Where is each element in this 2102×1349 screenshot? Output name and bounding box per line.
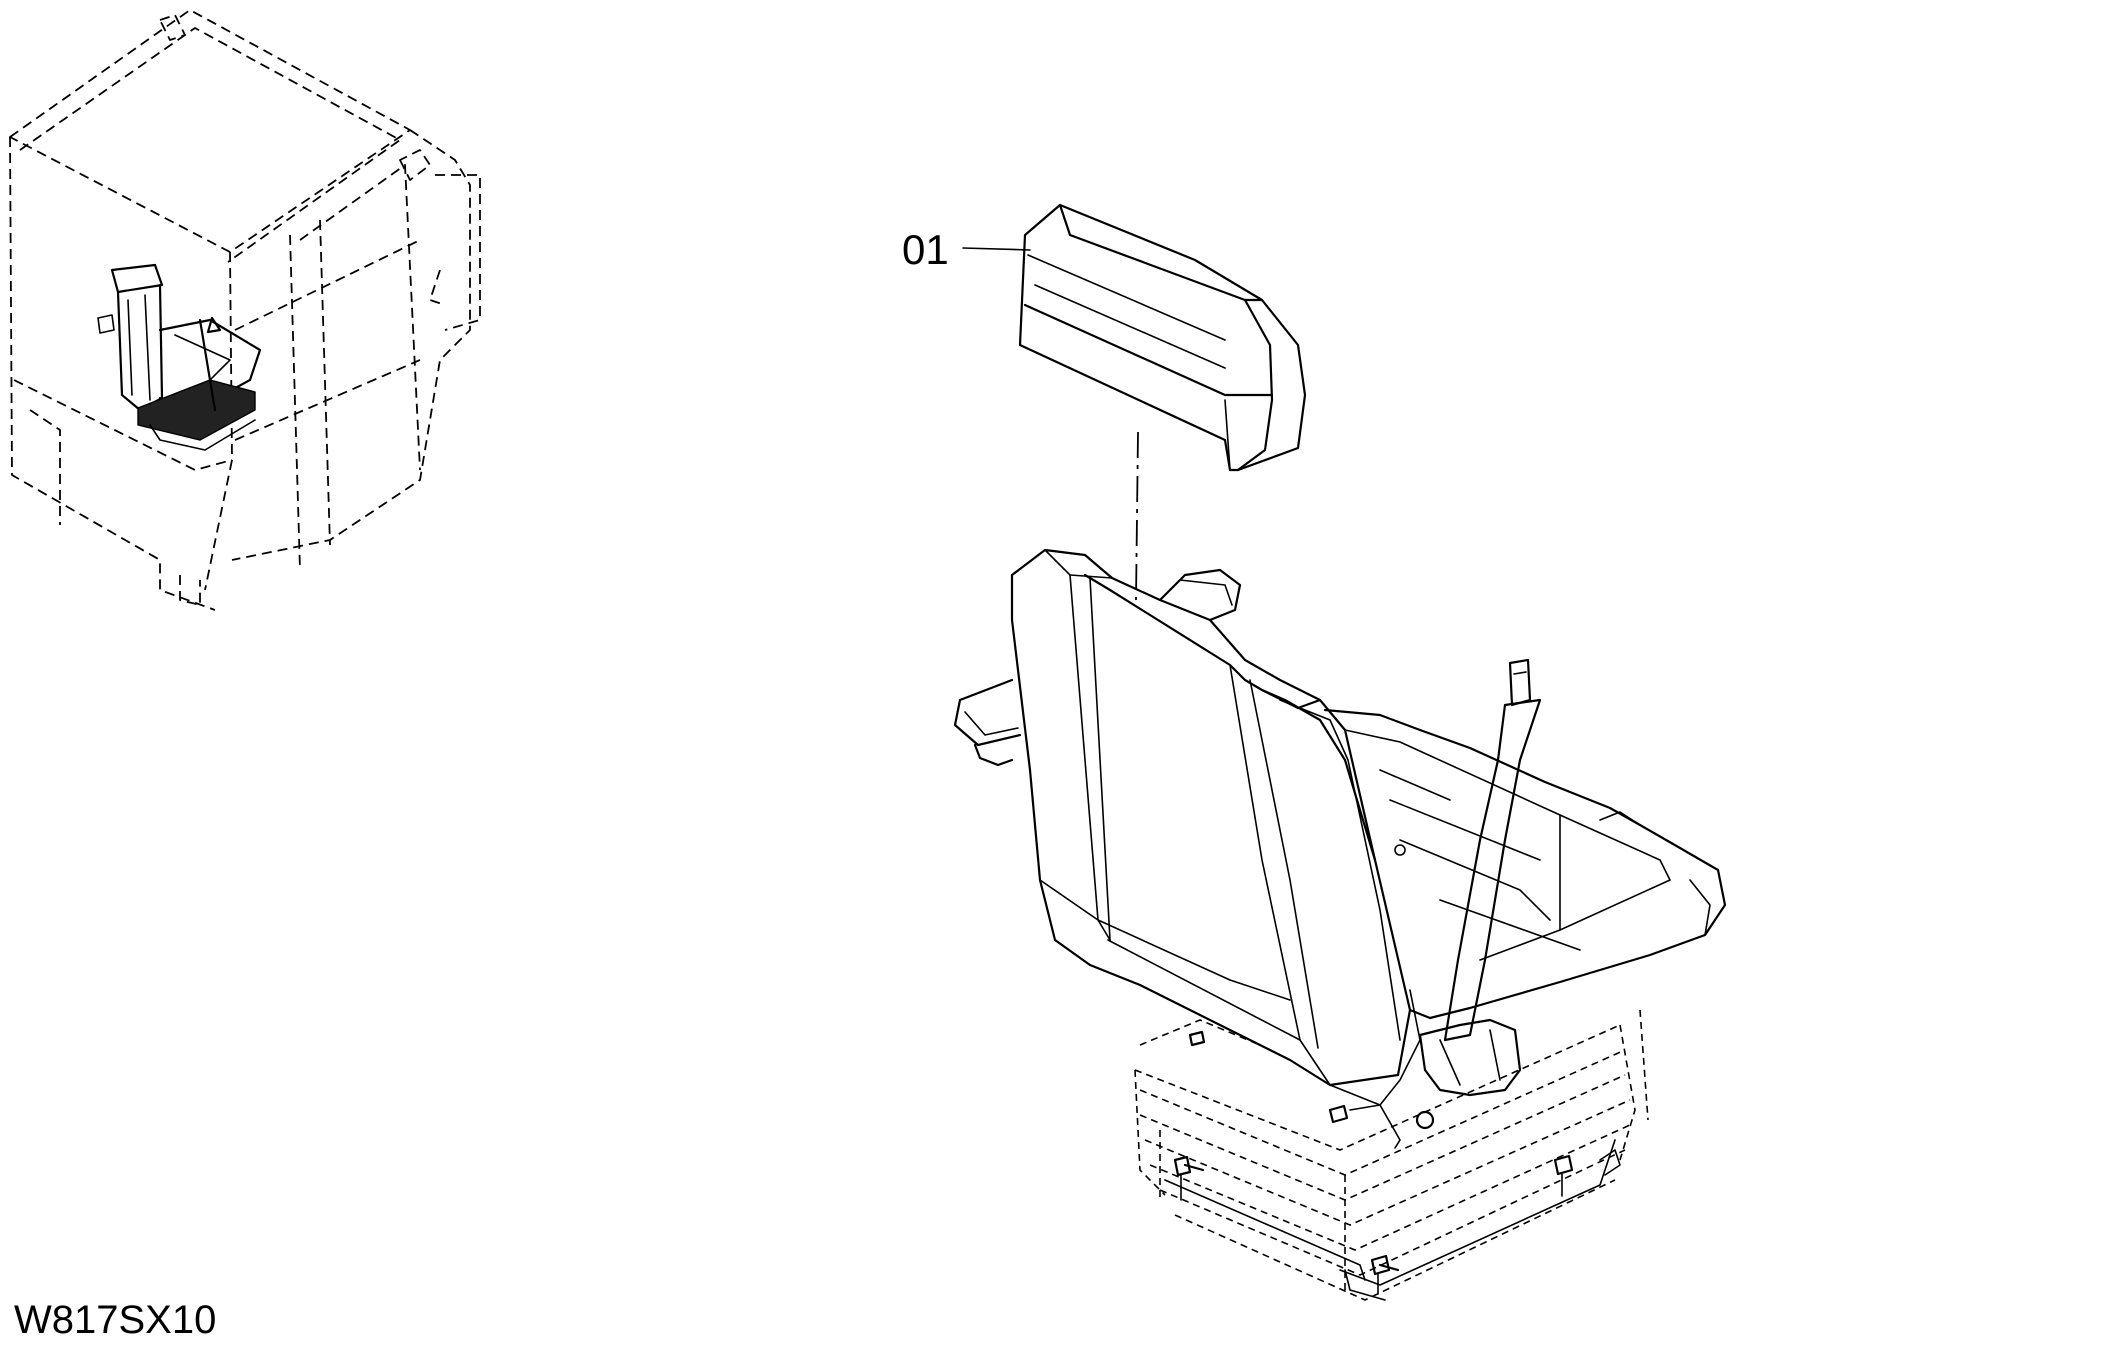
drawing-code: W817SX10: [14, 1298, 216, 1342]
assembly-centerline: [1135, 431, 1139, 601]
callout-01-leader: [962, 247, 1031, 251]
seat-suspension: [1134, 1009, 1649, 1301]
mini-seat-icon: [97, 263, 262, 451]
operator-seat: [953, 548, 1727, 1301]
mounting-bolts: [1173, 1030, 1574, 1295]
callout-01-label: 01: [902, 226, 949, 273]
cab-overview: [9, 9, 481, 611]
headrest-part: [1018, 203, 1307, 472]
